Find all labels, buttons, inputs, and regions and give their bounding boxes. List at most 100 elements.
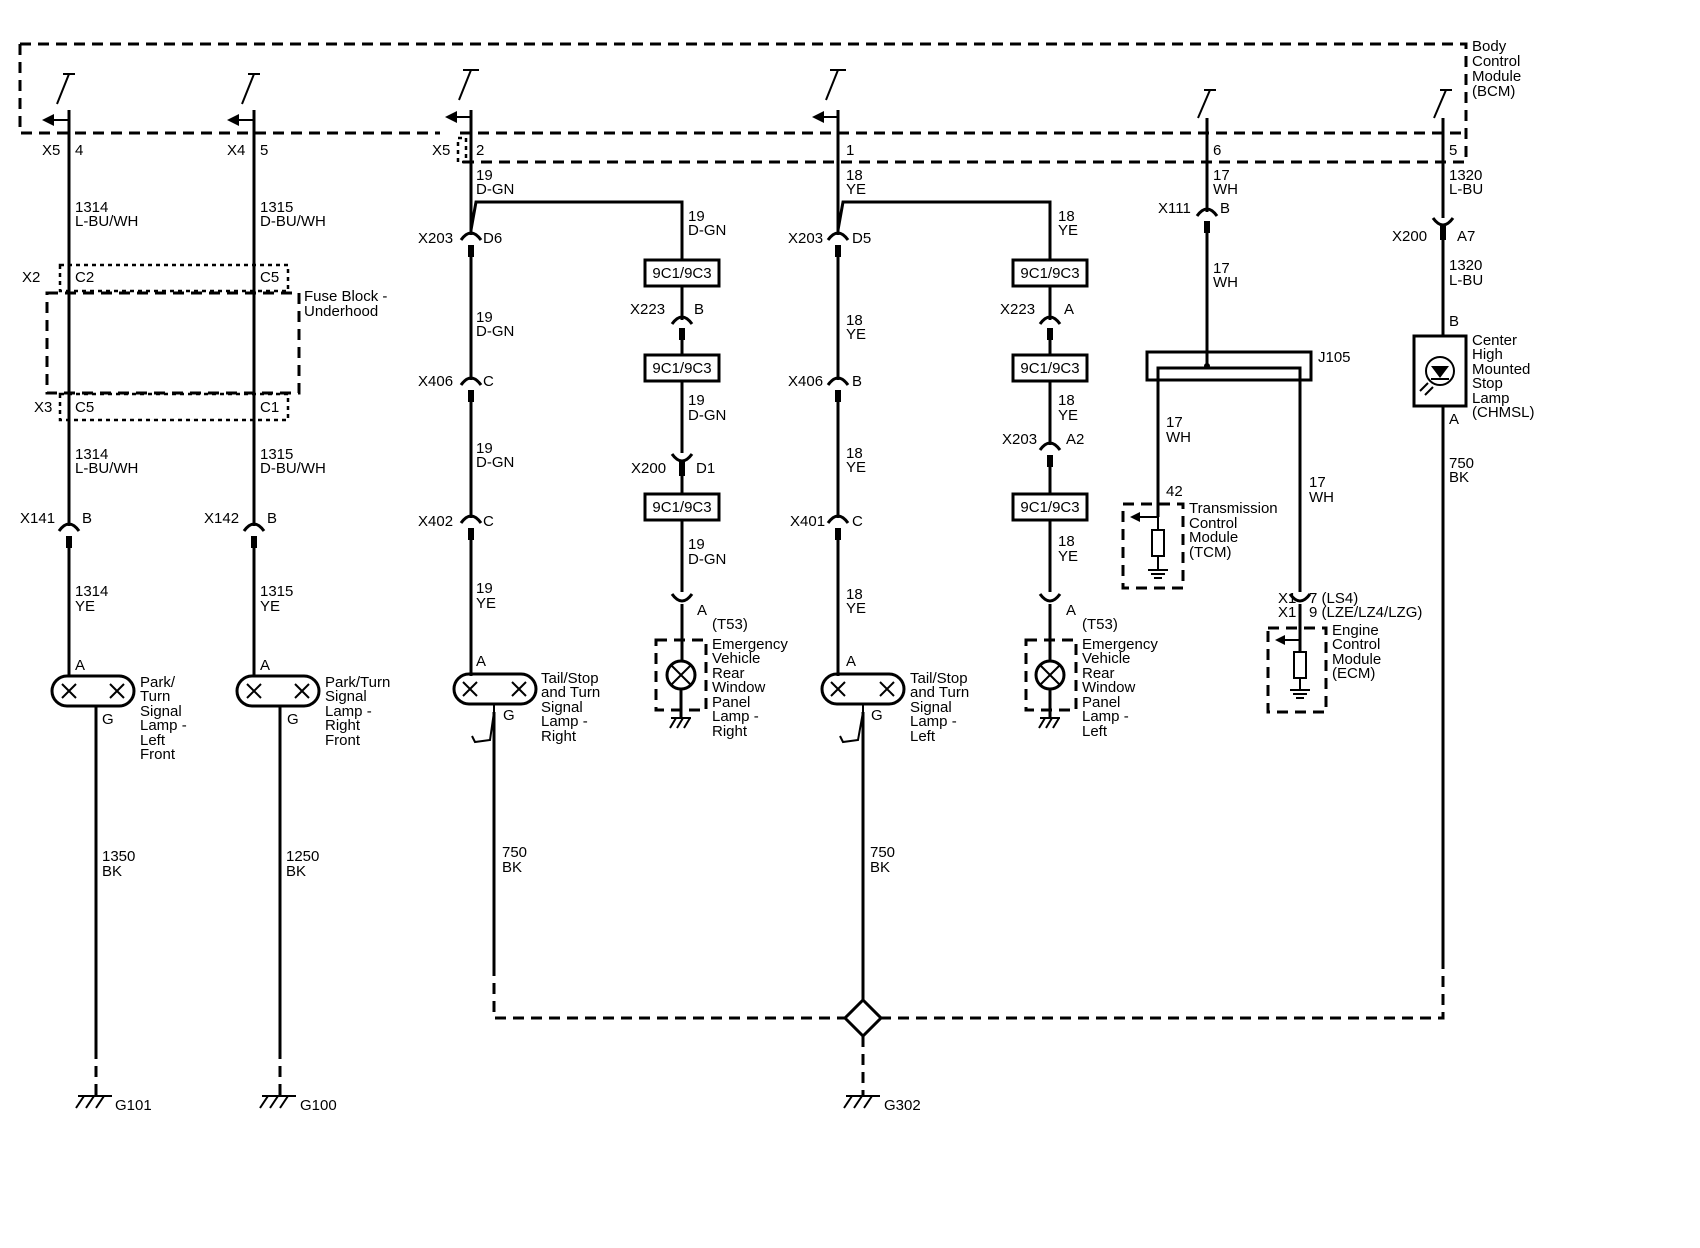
circuit-park-turn-left-front: X5 4 1314 L-BU/WH C2 C5 1314 L-BU/WH X14… <box>20 110 187 1114</box>
diagram-label: 9C1/9C3 <box>1020 499 1079 516</box>
diagram-label: 19 <box>688 208 705 225</box>
diagram-label: Vehicle <box>712 650 760 667</box>
diagram-label: 17 <box>1166 414 1183 431</box>
emergency-lamp-left-bulb <box>1034 659 1066 691</box>
park-turn-lamp-right-front <box>235 674 321 708</box>
diagram-label: Front <box>140 746 176 763</box>
diagram-label: X2 <box>22 269 40 286</box>
diagram-label: X203 <box>788 230 823 247</box>
fuse-block-underhood: X2 X3 Fuse Block - Underhood <box>22 263 387 422</box>
diagram-label: C1 <box>260 399 279 416</box>
diagram-label: 19 <box>476 309 493 326</box>
circuit-emergency-lamp-right: 19 D-GN 9C1/9C3 X223 B 9C1/9C3 19 D-GN X… <box>630 208 788 740</box>
diagram-label: YE <box>1058 407 1078 424</box>
diagram-label: BK <box>102 863 122 880</box>
diagram-label: 9C1/9C3 <box>652 265 711 282</box>
diagram-label: 42 <box>1166 483 1183 500</box>
diagram-label: WH <box>1213 274 1238 291</box>
diagram-label: L-BU <box>1449 272 1483 289</box>
splice-pack-j105 <box>1145 350 1313 592</box>
diagram-label: 18 <box>846 445 863 462</box>
ground-bus-g302 <box>492 965 1445 1039</box>
diagram-label: 6 <box>1213 142 1221 159</box>
diagram-label: 1314 <box>75 446 108 463</box>
diagram-label: Module <box>1472 68 1521 85</box>
diagram-label: Signal <box>541 699 583 716</box>
diagram-label: BK <box>286 863 306 880</box>
diagram-label: 5 <box>260 142 268 159</box>
diagram-label: D-BU/WH <box>260 460 326 477</box>
diagram-label: Lamp <box>1472 390 1510 407</box>
diagram-label: 1315 <box>260 199 293 216</box>
diagram-label: WH <box>1213 181 1238 198</box>
diagram-label: High <box>1472 346 1503 363</box>
diagram-label: Right <box>541 728 577 745</box>
emergency-lamp-right-bulb <box>665 659 697 691</box>
diagram-label: YE <box>1058 222 1078 239</box>
diagram-label: Center <box>1472 332 1517 349</box>
x5-connector-outline <box>456 136 468 164</box>
diagram-label: X200 <box>631 460 666 477</box>
diagram-label: Control <box>1189 515 1237 532</box>
diagram-label: A <box>476 653 486 670</box>
circuit-tail-stop-left: 1 18 YE X203 D5 18 YE X406 B 18 YE X401 … <box>788 110 969 1114</box>
diagram-label: G100 <box>300 1097 337 1114</box>
diagram-label: B <box>694 301 704 318</box>
diagram-label: G101 <box>115 1097 152 1114</box>
diagram-label: YE <box>1058 548 1078 565</box>
ground-icon <box>75 1095 112 1109</box>
diagram-label: A7 <box>1457 228 1475 245</box>
diagram-label: C5 <box>75 399 94 416</box>
diagram-label: 18 <box>846 312 863 329</box>
diagram-label: X200 <box>1392 228 1427 245</box>
diagram-label: B <box>267 510 277 527</box>
diagram-label: Panel <box>1082 694 1120 711</box>
diagram-label: (BCM) <box>1472 83 1515 100</box>
diagram-label: 1 <box>846 142 854 159</box>
diagram-label: A <box>697 602 707 619</box>
diagram-label: Rear <box>712 665 745 682</box>
ground-icon <box>669 717 691 729</box>
diagram-label: 17 <box>1213 167 1230 184</box>
diagram-label: D-GN <box>688 407 726 424</box>
tail-stop-lamp-left <box>820 672 906 744</box>
diagram-label: and Turn <box>910 684 969 701</box>
diagram-label: G <box>871 707 883 724</box>
diagram-label: 18 <box>1058 208 1075 225</box>
diagram-label: Park/Turn <box>325 674 390 691</box>
diagram-label: BK <box>870 859 890 876</box>
diagram-label: X4 <box>227 142 245 159</box>
diagram-label: B <box>852 373 862 390</box>
diagram-label: Engine <box>1332 622 1379 639</box>
diagram-label: D-GN <box>688 222 726 239</box>
engine-control-module <box>1266 604 1328 714</box>
diagram-label: L-BU <box>1449 181 1483 198</box>
branch-wire-left-emergency <box>836 200 1052 260</box>
diagram-label: 1315 <box>260 583 293 600</box>
transmission-control-module <box>1121 502 1185 590</box>
diagram-label: Emergency <box>712 636 788 653</box>
diagram-label: Lamp - <box>910 713 957 730</box>
diagram-label: B <box>1220 200 1230 217</box>
diagram-label: 18 <box>846 586 863 603</box>
diagram-label: C <box>483 513 494 530</box>
diagram-label: 19 <box>688 536 705 553</box>
diagram-label: X1 <box>1278 590 1296 607</box>
diagram-label: Turn <box>140 688 170 705</box>
diagram-label: J105 <box>1318 349 1351 366</box>
circuit-park-turn-right-front: X4 5 1315 D-BU/WH C5 C1 1315 D-BU/WH X14… <box>204 110 390 1114</box>
diagram-label: A <box>1066 602 1076 619</box>
diagram-label: 750 <box>502 844 527 861</box>
diagram-label: Lamp - <box>140 717 187 734</box>
diagram-label: Signal <box>140 703 182 720</box>
diagram-label: Emergency <box>1082 636 1158 653</box>
diagram-label: A2 <box>1066 431 1084 448</box>
circuit-chmsl: 5 1320 L-BU X200 A7 1320 L-BU B Center H… <box>1392 118 1535 965</box>
diagram-label: 19 <box>688 392 705 409</box>
diagram-label: 9C1/9C3 <box>1020 265 1079 282</box>
diagram-label: D6 <box>483 230 502 247</box>
diagram-label: B <box>82 510 92 527</box>
diagram-label: Left <box>1082 723 1108 740</box>
diagram-label: 19 <box>476 440 493 457</box>
diagram-label: (CHMSL) <box>1472 404 1535 421</box>
